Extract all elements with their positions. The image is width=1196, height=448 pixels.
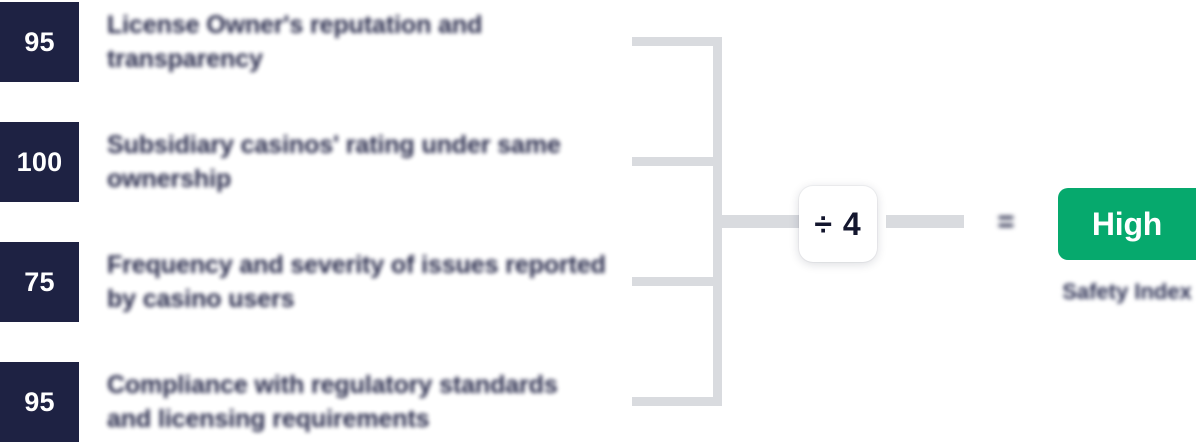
criteria-row: 100 Subsidiary casinos' rating under sam… (0, 122, 620, 206)
bracket-spine (713, 37, 722, 406)
criteria-label: Subsidiary casinos' rating under same ow… (107, 131, 561, 193)
criteria-label: Compliance with regulatory standards and… (107, 371, 558, 433)
criteria-row: 95 Compliance with regulatory standards … (0, 362, 620, 446)
divide-by-four-box: ÷ 4 (799, 186, 877, 262)
result-group: High Safety Index (1058, 188, 1196, 307)
criteria-label: License Owner's reputation and transpare… (107, 11, 483, 73)
connector-to-result (886, 215, 964, 228)
bracket-arm-3 (632, 277, 722, 286)
bracket-arm-2 (632, 157, 722, 166)
criteria-row: 95 License Owner's reputation and transp… (0, 2, 620, 86)
score-badge: 95 (0, 2, 79, 82)
result-caption: Safety Index (1062, 279, 1192, 304)
criteria-label: Frequency and severity of issues reporte… (107, 251, 606, 313)
score-badge: 100 (0, 122, 79, 202)
bracket-arm-1 (632, 37, 722, 46)
score-badge: 95 (0, 362, 79, 442)
criteria-row: 75 Frequency and severity of issues repo… (0, 242, 620, 326)
bracket-arm-4 (632, 397, 722, 406)
result-badge: High (1058, 188, 1196, 260)
connector-to-divide-box (713, 215, 805, 228)
criteria-list: 95 License Owner's reputation and transp… (0, 2, 620, 446)
equals-sign: = (997, 206, 1015, 238)
score-badge: 75 (0, 242, 79, 322)
